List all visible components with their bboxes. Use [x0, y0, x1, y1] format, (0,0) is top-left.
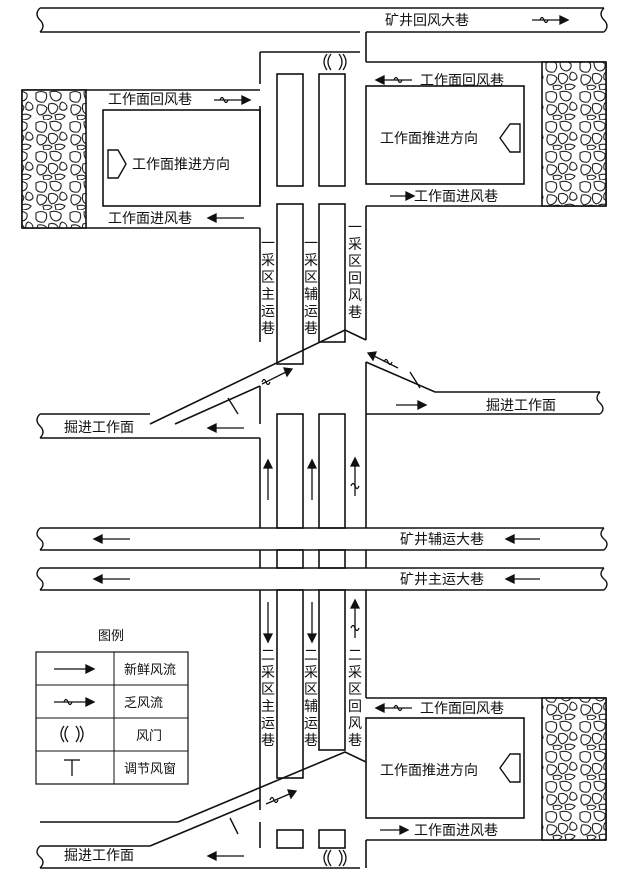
vertical-label-d1-main: 一采区主运巷: [261, 236, 275, 337]
vertical-label-d1-return: 一采区回风巷: [348, 220, 362, 321]
label-heading-lower-left: 掘进工作面: [64, 848, 134, 864]
goaf-upper-right: [541, 61, 607, 207]
label-face-return-lr: 工作面回风巷: [420, 701, 504, 717]
vertical-label-d2-aux: 二采区辅运巷: [304, 648, 318, 749]
vertical-label-d1-aux: 一采区辅运巷: [304, 236, 318, 337]
label-face-intake-lr: 工作面进风巷: [414, 823, 498, 839]
goaf-upper-left: [21, 89, 87, 229]
legend-air-door-symbol: [60, 725, 84, 743]
legend-label-fresh-air: 新鲜风流: [124, 662, 176, 678]
label-face-return-ul: 工作面回风巷: [108, 92, 192, 108]
return-air-arrows: [214, 14, 570, 805]
label-face-intake-ul: 工作面进风巷: [108, 211, 192, 227]
label-mine-aux-main: 矿井辅运大巷: [400, 532, 484, 548]
vertical-label-d2-return: 二采区回风巷: [348, 648, 362, 749]
label-advance-lr: 工作面推进方向: [380, 763, 478, 779]
fresh-air-arrows: [92, 190, 540, 862]
legend-label-regulator: 调节风窗: [124, 761, 176, 777]
roadway-labels: 矿井回风大巷 工作面回风巷 工作面回风巷 工作面推进方向 工作面推进方向 工作面…: [64, 13, 556, 864]
air-door-icon: [323, 53, 347, 867]
legend-regulator-symbol: [64, 759, 80, 776]
label-mine-return-main: 矿井回风大巷: [385, 13, 469, 29]
legend-label-return-air: 乏风流: [124, 696, 163, 711]
label-face-intake-ur: 工作面进风巷: [414, 189, 498, 205]
goaf-lower-right: [541, 697, 607, 841]
label-heading-right: 掘进工作面: [486, 398, 556, 414]
label-mine-main-haul: 矿井主运大巷: [400, 572, 484, 588]
advance-arrows: [107, 123, 521, 783]
legend: 图例 新鲜风流 乏风流 风门 调节风窗: [35, 629, 189, 785]
break-ends: [36, 7, 608, 869]
label-advance-ur: 工作面推进方向: [380, 131, 478, 147]
label-advance-ul: 工作面推进方向: [132, 157, 230, 173]
legend-title: 图例: [98, 629, 124, 644]
label-face-return-ur: 工作面回风巷: [420, 73, 504, 89]
legend-label-air-door: 风门: [136, 729, 162, 744]
vertical-label-d2-main: 二采区主运巷: [261, 648, 275, 749]
label-heading-left: 掘进工作面: [64, 420, 134, 436]
regulator-icon: [227, 371, 421, 835]
